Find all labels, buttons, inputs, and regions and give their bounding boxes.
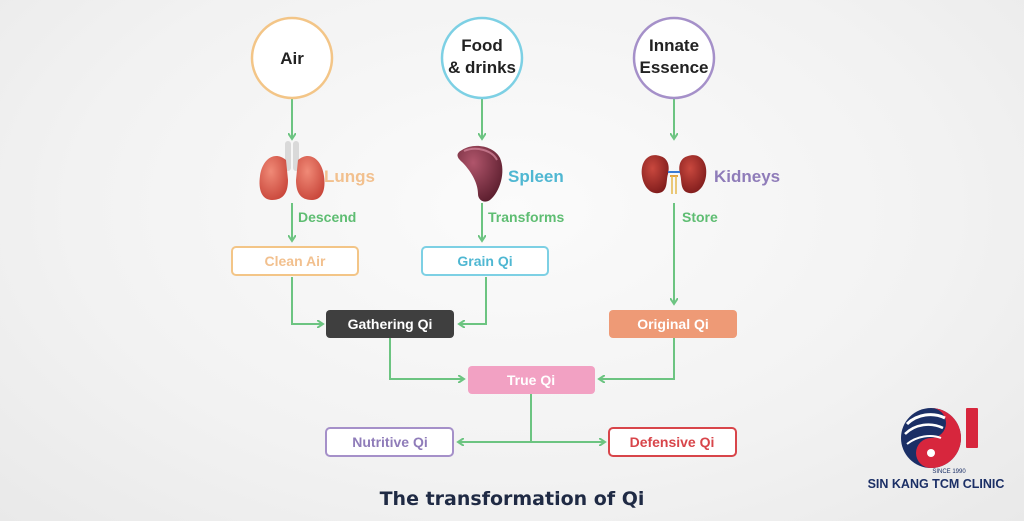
- action-store-label: Store: [682, 209, 718, 225]
- action-transforms-label: Transforms: [488, 209, 564, 225]
- clinic-name: SIN KANG TCM CLINIC: [867, 477, 1005, 491]
- connector-arrows: [292, 99, 674, 442]
- source-innate-essence: Innate Essence: [632, 16, 716, 100]
- spleen-icon: [457, 145, 503, 202]
- box-defensive-qi-label: Defensive Qi: [630, 434, 715, 450]
- source-essence-label-line1: Innate: [649, 36, 699, 55]
- box-nutritive-qi: Nutritive Qi: [325, 427, 454, 457]
- source-food-drinks: Food & drinks: [440, 16, 524, 100]
- box-clean-air: Clean Air: [231, 246, 359, 276]
- lungs-icon: [259, 141, 325, 200]
- logo-since-text: SINCE 1990: [932, 469, 966, 475]
- source-food-label-line2: & drinks: [448, 58, 516, 77]
- organ-kidneys-label: Kidneys: [714, 167, 780, 186]
- organ-lungs-label: Lungs: [324, 167, 375, 186]
- box-gathering-qi: Gathering Qi: [326, 310, 454, 338]
- diagram-caption: The transformation of Qi: [379, 488, 645, 510]
- organ-spleen-label: Spleen: [508, 167, 564, 186]
- source-air-label: Air: [280, 49, 304, 68]
- arrow-original-to-true-qi: [600, 338, 675, 379]
- box-clean-air-label: Clean Air: [265, 253, 326, 269]
- source-essence-label-line2: Essence: [640, 58, 709, 77]
- arrow-gathering-to-true-qi: [389, 338, 463, 379]
- box-true-qi-label: True Qi: [507, 372, 555, 388]
- source-air: Air: [250, 16, 334, 100]
- arrow-clean-air-to-gathering-qi: [291, 277, 322, 324]
- action-descend-label: Descend: [298, 209, 356, 225]
- box-gathering-qi-label: Gathering Qi: [348, 316, 433, 332]
- clinic-logo-icon: SINCE 1990: [901, 408, 978, 475]
- arrow-grain-qi-to-gathering-qi: [460, 277, 487, 324]
- kidneys-icon: [641, 155, 707, 194]
- box-defensive-qi: Defensive Qi: [608, 427, 737, 457]
- box-original-qi-label: Original Qi: [637, 316, 709, 332]
- box-original-qi: Original Qi: [609, 310, 737, 338]
- box-true-qi: True Qi: [468, 366, 595, 394]
- box-grain-qi-label: Grain Qi: [457, 253, 512, 269]
- box-grain-qi: Grain Qi: [421, 246, 549, 276]
- source-food-label-line1: Food: [461, 36, 503, 55]
- box-nutritive-qi-label: Nutritive Qi: [352, 434, 427, 450]
